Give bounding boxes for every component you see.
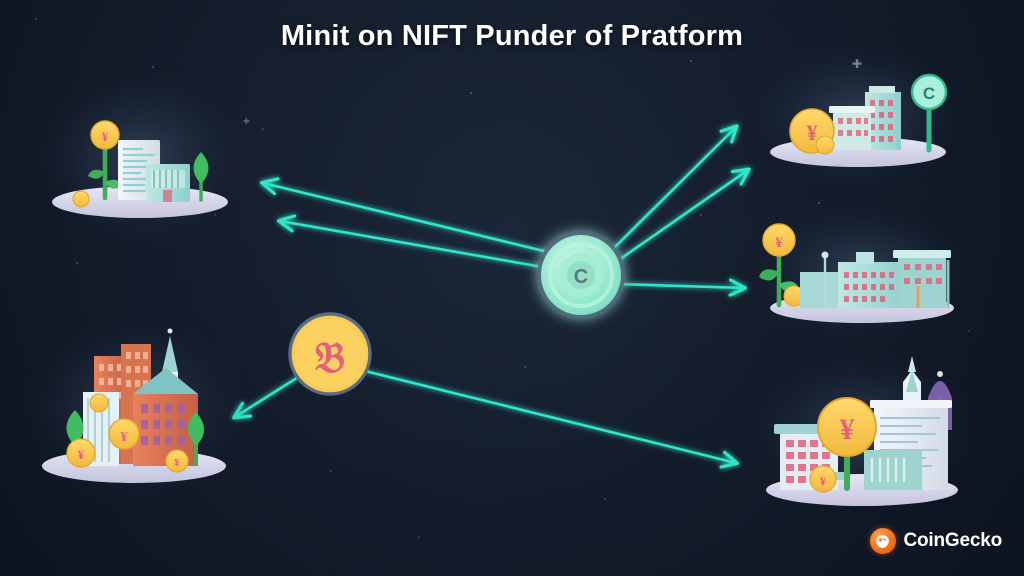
svg-text:¥: ¥ bbox=[820, 474, 826, 488]
page-title: Minit on NIFT Punder of Pratform bbox=[280, 20, 744, 52]
scene-top-left: ¥ bbox=[30, 66, 250, 250]
token-coin-node[interactable]: 𝔅 bbox=[288, 312, 372, 396]
coin-icon: ¥ bbox=[809, 465, 837, 493]
scene-top-right: ¥ C bbox=[746, 38, 970, 194]
coin-flower-icon: ¥ bbox=[88, 120, 122, 201]
ground-coin-icon bbox=[72, 190, 90, 208]
coin-icon bbox=[815, 135, 835, 155]
central-platform-node[interactable]: C bbox=[537, 231, 625, 319]
coin-flower-icon: ¥ bbox=[759, 223, 799, 308]
platform-signpost-icon: C bbox=[910, 73, 948, 153]
svg-text:¥: ¥ bbox=[174, 457, 180, 469]
arrow-hub-to-upper-right bbox=[614, 170, 748, 264]
coingecko-wordmark: CoinGecko bbox=[903, 530, 1003, 551]
arrow-token-to-bottom-right bbox=[363, 369, 736, 463]
arrow-hub-to-top-left bbox=[263, 183, 550, 254]
scene-bottom-right: ¥ ¥ bbox=[744, 346, 980, 518]
coin-icon: ¥ bbox=[66, 438, 96, 468]
tree-icon bbox=[193, 152, 209, 202]
token-coin-glyph: 𝔅 bbox=[315, 336, 345, 382]
svg-text:C: C bbox=[923, 84, 935, 103]
svg-text:¥: ¥ bbox=[840, 413, 855, 446]
svg-text:¥: ¥ bbox=[121, 430, 128, 445]
svg-text:¥: ¥ bbox=[807, 120, 818, 145]
central-platform-glyph: C bbox=[574, 266, 588, 288]
coin-icon: ¥ bbox=[165, 449, 189, 473]
coingecko-branding: CoinGecko bbox=[869, 528, 1003, 554]
coin-icon: ¥ bbox=[108, 418, 140, 450]
arrow-hub-to-left-mid bbox=[280, 221, 550, 270]
tree-icon bbox=[188, 412, 204, 466]
arrow-hub-to-top-right bbox=[610, 127, 736, 252]
svg-text:¥: ¥ bbox=[775, 235, 783, 251]
gecko-icon bbox=[869, 528, 896, 554]
building bbox=[864, 450, 922, 490]
coin-flower-icon: ¥ bbox=[817, 397, 877, 491]
scene-middle-right: ¥ bbox=[746, 198, 978, 346]
scene-bottom-left: ¥ ¥ ¥ bbox=[18, 312, 250, 508]
svg-text:¥: ¥ bbox=[102, 129, 109, 144]
arrow-hub-to-middle-right bbox=[614, 284, 744, 288]
coin-icon bbox=[89, 393, 109, 413]
svg-text:¥: ¥ bbox=[78, 447, 85, 462]
